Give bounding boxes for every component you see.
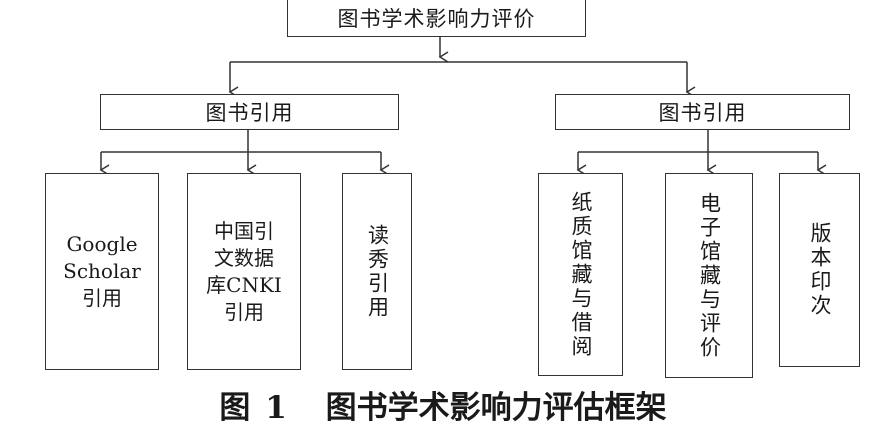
- leaf-label: 纸质馆藏与借阅: [569, 190, 593, 359]
- leaf-edition: 版本印次: [779, 173, 860, 367]
- root-node: 图书学术影响力评价: [287, 0, 586, 37]
- group-node-left: 图书引用: [100, 94, 399, 130]
- leaf-line: Google: [66, 232, 138, 256]
- group-label: 图书引用: [205, 101, 294, 125]
- group-label: 图书引用: [658, 101, 747, 125]
- group-node-right: 图书引用: [555, 94, 850, 130]
- leaf-label: 电子馆藏与评价: [697, 191, 722, 360]
- leaf-label: 版本印次: [808, 222, 832, 318]
- leaf-line: 中国引: [214, 218, 274, 243]
- leaf-duxiu: 读秀引用: [342, 173, 412, 370]
- root-label: 图书学术影响力评价: [337, 6, 536, 31]
- leaf-paper-collection: 纸质馆藏与借阅: [538, 173, 623, 376]
- leaf-google-scholar: Google Scholar 引用: [45, 173, 159, 370]
- leaf-line: 引用: [224, 299, 264, 324]
- leaf-cnki: 中国引 文数据 库CNKI 引用: [187, 173, 301, 370]
- caption-title: 图书学术影响力评估框架: [325, 390, 667, 426]
- leaf-label: 读秀引用: [365, 223, 390, 320]
- caption-number: 1: [265, 390, 287, 426]
- figure-caption: 图 1 图书学术影响力评估框架: [0, 382, 886, 427]
- caption-fig: 图: [219, 390, 251, 426]
- leaf-line: 文数据: [214, 245, 274, 270]
- leaf-electronic-collection: 电子馆藏与评价: [665, 173, 753, 378]
- leaf-line: 引用: [82, 286, 122, 310]
- leaf-line: 库CNKI: [206, 272, 282, 297]
- leaf-line: Scholar: [63, 259, 141, 283]
